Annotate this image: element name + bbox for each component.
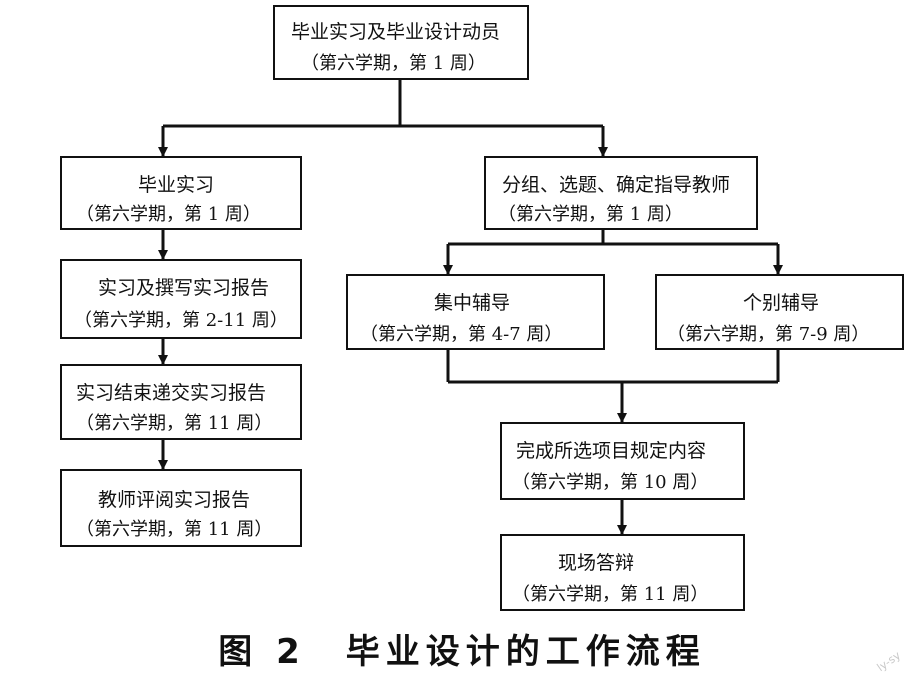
node-title: 教师评阅实习报告 xyxy=(98,489,251,511)
node-report-submit: 实习结束递交实习报告 （第六学期，第 11 周） xyxy=(60,364,302,440)
node-completion: 完成所选项目规定内容 （第六学期，第 10 周） xyxy=(500,422,745,500)
node-report-review: 教师评阅实习报告 （第六学期，第 11 周） xyxy=(60,469,302,547)
node-title: 毕业实习 xyxy=(138,174,215,196)
figure-number: 图 2 xyxy=(218,632,306,672)
node-period: （第六学期，第 4-7 周） xyxy=(360,324,563,345)
node-period: （第六学期，第 11 周） xyxy=(76,519,273,540)
node-group-guidance: 集中辅导 （第六学期，第 4-7 周） xyxy=(346,274,605,350)
node-period: （第六学期，第 10 周） xyxy=(512,472,709,493)
node-title: 现场答辩 xyxy=(558,552,635,574)
node-individual-guidance: 个别辅导 （第六学期，第 7-9 周） xyxy=(655,274,904,350)
node-period: （第六学期，第 2-11 周） xyxy=(74,310,288,331)
node-report-writing: 实习及撰写实习报告 （第六学期，第 2-11 周） xyxy=(60,259,302,339)
node-title: 实习结束递交实习报告 xyxy=(76,382,267,404)
node-title: 分组、选题、确定指导教师 xyxy=(502,174,731,196)
node-title: 毕业实习及毕业设计动员 xyxy=(291,21,501,43)
node-period: （第六学期，第 11 周） xyxy=(512,584,709,605)
node-defense: 现场答辩 （第六学期，第 11 周） xyxy=(500,534,745,611)
node-mobilization: 毕业实习及毕业设计动员 （第六学期，第 1 周） xyxy=(273,5,529,80)
node-title: 完成所选项目规定内容 xyxy=(516,440,707,462)
figure-title: 毕业设计的工作流程 xyxy=(345,632,706,672)
node-period: （第六学期，第 1 周） xyxy=(498,204,683,225)
node-period: （第六学期，第 7-9 周） xyxy=(667,324,870,345)
node-period: （第六学期，第 1 周） xyxy=(301,53,486,74)
node-title: 个别辅导 xyxy=(743,292,820,314)
node-period: （第六学期，第 11 周） xyxy=(76,413,273,434)
node-period: （第六学期，第 1 周） xyxy=(76,204,261,225)
node-title: 实习及撰写实习报告 xyxy=(98,277,270,299)
figure-caption: 图 2 毕业设计的工作流程 xyxy=(0,624,924,673)
node-title: 集中辅导 xyxy=(434,292,511,314)
node-internship: 毕业实习 （第六学期，第 1 周） xyxy=(60,156,302,230)
node-grouping: 分组、选题、确定指导教师 （第六学期，第 1 周） xyxy=(484,156,758,230)
